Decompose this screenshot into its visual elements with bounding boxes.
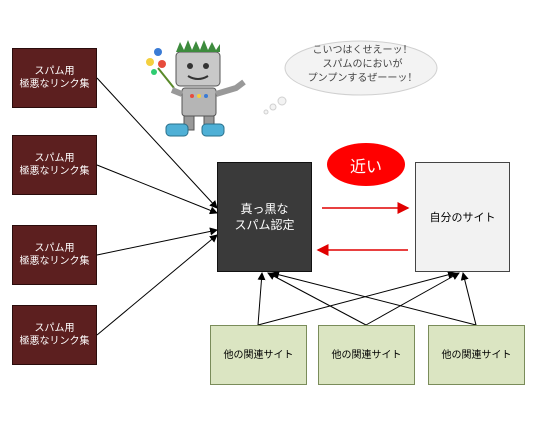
arrow-spam1-to-center: [96, 77, 218, 209]
spam-flagged-node: 真っ黒な スパム認定: [217, 162, 312, 272]
arrow-rel1-to-own: [257, 270, 456, 326]
related-site-box-3: 他の関連サイト: [428, 325, 525, 385]
related-site-box-1: 他の関連サイト: [210, 325, 307, 385]
arrow-rel2-to-center: [267, 272, 367, 326]
thought-dots: [263, 96, 287, 115]
arrow-spam3-to-center: [96, 227, 218, 256]
arrow-spam2-to-center: [96, 164, 218, 215]
related-site-box-2: 他の関連サイト: [318, 325, 415, 385]
arrow-spam4-to-center: [96, 234, 218, 336]
robot-mascot-icon: [146, 40, 246, 137]
thought-bubble: [284, 40, 438, 96]
spam-link-box-3: スパム用 極悪なリンク集: [12, 225, 97, 285]
speech-bubble-text: こいつはくせえーッ！ スパムのにおいが プンプンするぜーーッ！: [307, 45, 418, 84]
near-badge: 近い: [327, 143, 405, 186]
arrow-rel3-to-center: [271, 270, 477, 326]
arrow-rel1-to-center: [257, 272, 266, 326]
own-site-node: 自分のサイト: [415, 162, 510, 272]
spam-link-box-2: スパム用 極悪なリンク集: [12, 135, 97, 195]
arrow-rel2-to-own: [365, 272, 460, 326]
spam-link-box-1: スパム用 極悪なリンク集: [12, 48, 97, 108]
arrow-rel3-to-own: [460, 272, 477, 326]
spam-link-box-4: スパム用 極悪なリンク集: [12, 305, 97, 365]
